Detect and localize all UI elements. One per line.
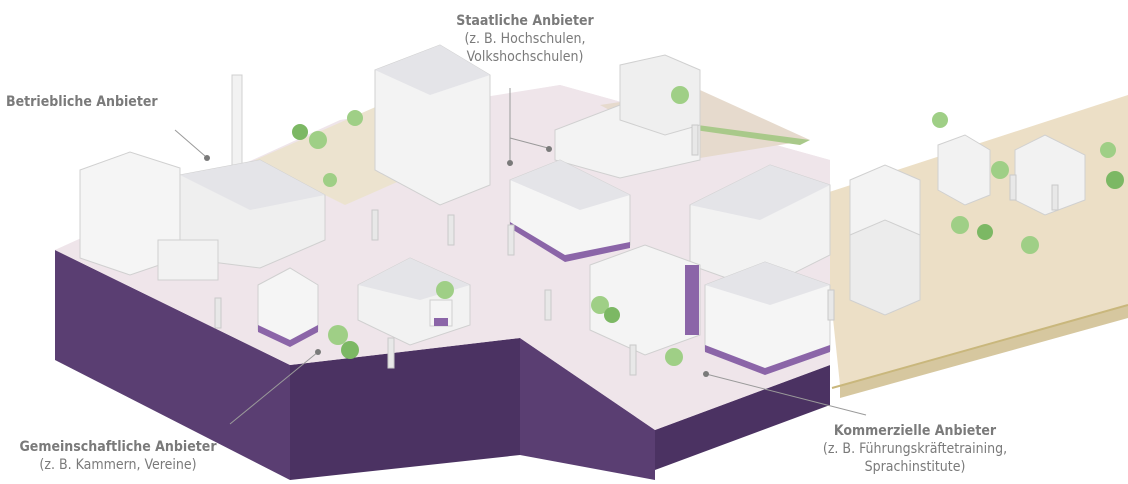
commercial-building [589, 244, 831, 375]
leader-lines [174, 88, 867, 425]
label-gemeinschaftliche-anbieter: Gemeinschaftliche Anbieter (z. B. Kammer… [0, 438, 236, 474]
sand-buildings [849, 134, 1086, 316]
label-staatliche-anbieter: Staatliche Anbieter (z. B. Hochschulen, … [440, 12, 610, 66]
people [214, 124, 1059, 376]
residential-block [374, 44, 491, 206]
factory-building [79, 74, 326, 281]
label-subtitle: (z. B. Führungskräftetraining, [822, 441, 1008, 457]
label-title: Staatliche Anbieter [456, 13, 594, 29]
label-subtitle: (z. B. Hochschulen, [464, 31, 586, 47]
label-kommerzielle-anbieter: Kommerzielle Anbieter (z. B. Führungskrä… [800, 422, 1030, 476]
label-subtitle: Sprachinstitute) [864, 459, 966, 475]
label-betriebliche-anbieter: Betriebliche Anbieter [6, 93, 182, 111]
label-subtitle: Volkshochschulen) [466, 49, 584, 65]
label-subtitle: (z. B. Kammern, Vereine) [39, 457, 197, 473]
trees [292, 86, 1124, 366]
label-title: Kommerzielle Anbieter [833, 423, 997, 439]
label-title: Gemeinschaftliche Anbieter [19, 439, 217, 455]
state-building [509, 54, 701, 262]
long-building [689, 164, 831, 291]
label-title: Betriebliche Anbieter [6, 94, 158, 110]
